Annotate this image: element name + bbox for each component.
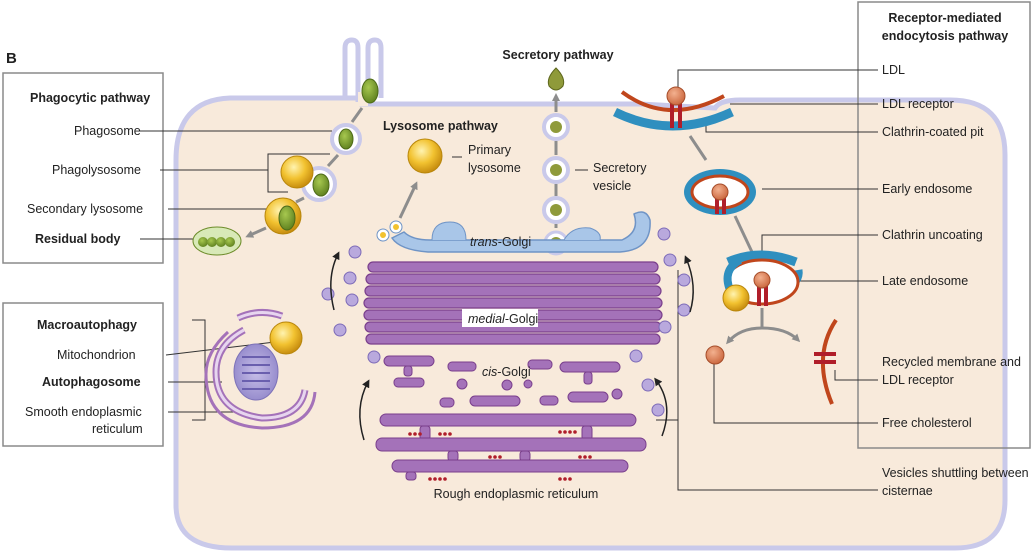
medial-golgi-label: medial-Golgi xyxy=(468,312,538,326)
panel-letter: B xyxy=(6,50,17,67)
secretory-vesicle-label-2: vesicle xyxy=(593,179,631,193)
label-residual-body: Residual body xyxy=(35,232,120,246)
primary-lysosome-label-1: Primary xyxy=(468,143,512,157)
rough-er-label: Rough endoplasmic reticulum xyxy=(434,487,599,501)
secretory-vesicle-label-1: Secretory xyxy=(593,161,647,175)
primary-lysosome-label-2: lysosome xyxy=(468,161,521,175)
macroautophagy-box xyxy=(2,302,164,447)
label-smooth-er-2: reticulum xyxy=(92,422,143,436)
label-autophagosome: Autophagosome xyxy=(42,375,141,389)
phagocytic-vesicles xyxy=(192,78,379,256)
late-endosome xyxy=(722,250,803,312)
invagination-gap xyxy=(358,92,368,106)
leader-lines-right xyxy=(656,69,878,491)
label-clathrin-coated-pit: Clathrin-coated pit xyxy=(882,125,984,139)
free-cholesterol xyxy=(705,345,725,365)
phagocytic-box xyxy=(2,72,164,264)
ribosomes xyxy=(408,430,592,481)
trans-golgi-label: trans-Golgi xyxy=(470,235,531,249)
medial-golgi xyxy=(363,261,663,345)
shuttling-vesicles xyxy=(321,227,691,417)
label-free-cholesterol: Free cholesterol xyxy=(882,416,972,430)
label-smooth-er-1: Smooth endoplasmic xyxy=(25,405,142,419)
clathrin-coated-pit xyxy=(613,86,734,131)
endocytosis-arrow-1 xyxy=(688,135,708,161)
shuttling-label-2: cisternae xyxy=(882,484,933,498)
phagocytic-title: Phagocytic pathway xyxy=(30,91,150,105)
label-ldl-receptor: LDL receptor xyxy=(882,97,954,111)
endocytosis-box xyxy=(857,1,1031,449)
cis-golgi xyxy=(383,355,623,408)
endocytosis-arrow-2 xyxy=(733,215,754,253)
primary-lysosome xyxy=(407,138,443,174)
lysosome-arrow xyxy=(398,181,418,219)
shuttling-arrows xyxy=(330,251,694,441)
label-recycled-membrane-1: Recycled membrane and xyxy=(882,355,1021,369)
shuttling-label-1: Vesicles shuttling between xyxy=(882,466,1029,480)
label-phagosome: Phagosome xyxy=(74,124,141,138)
lysosome-pathway-label: Lysosome pathway xyxy=(383,119,498,133)
label-recycled-membrane-2: LDL receptor xyxy=(882,373,954,387)
secretory-pathway-label: Secretory pathway xyxy=(502,48,613,62)
label-phagolysosome: Phagolysosome xyxy=(52,163,141,177)
label-early-endosome: Early endosome xyxy=(882,182,972,196)
autophagosome xyxy=(204,309,317,430)
label-clathrin-uncoating: Clathrin uncoating xyxy=(882,228,983,242)
rough-er xyxy=(375,413,647,481)
endocytosis-split-arrows xyxy=(726,308,801,345)
macroautophagy-title: Macroautophagy xyxy=(37,318,137,332)
endocytosis-title-1: Receptor-mediated xyxy=(888,11,1001,25)
label-secondary-lysosome: Secondary lysosome xyxy=(27,202,143,216)
endocytosis-title-2: endocytosis pathway xyxy=(882,29,1008,43)
label-late-endosome: Late endosome xyxy=(882,274,968,288)
trans-golgi xyxy=(376,211,651,253)
label-mitochondrion: Mitochondrion xyxy=(57,348,136,362)
membrane-invagination xyxy=(342,37,384,102)
label-ldl: LDL xyxy=(882,63,905,77)
cis-golgi-label: cis-Golgi xyxy=(482,365,531,379)
phagocytic-arrows xyxy=(245,107,364,238)
medial-golgi-label-bg xyxy=(462,309,538,327)
early-endosome xyxy=(684,169,756,215)
recycled-membrane xyxy=(814,318,838,405)
